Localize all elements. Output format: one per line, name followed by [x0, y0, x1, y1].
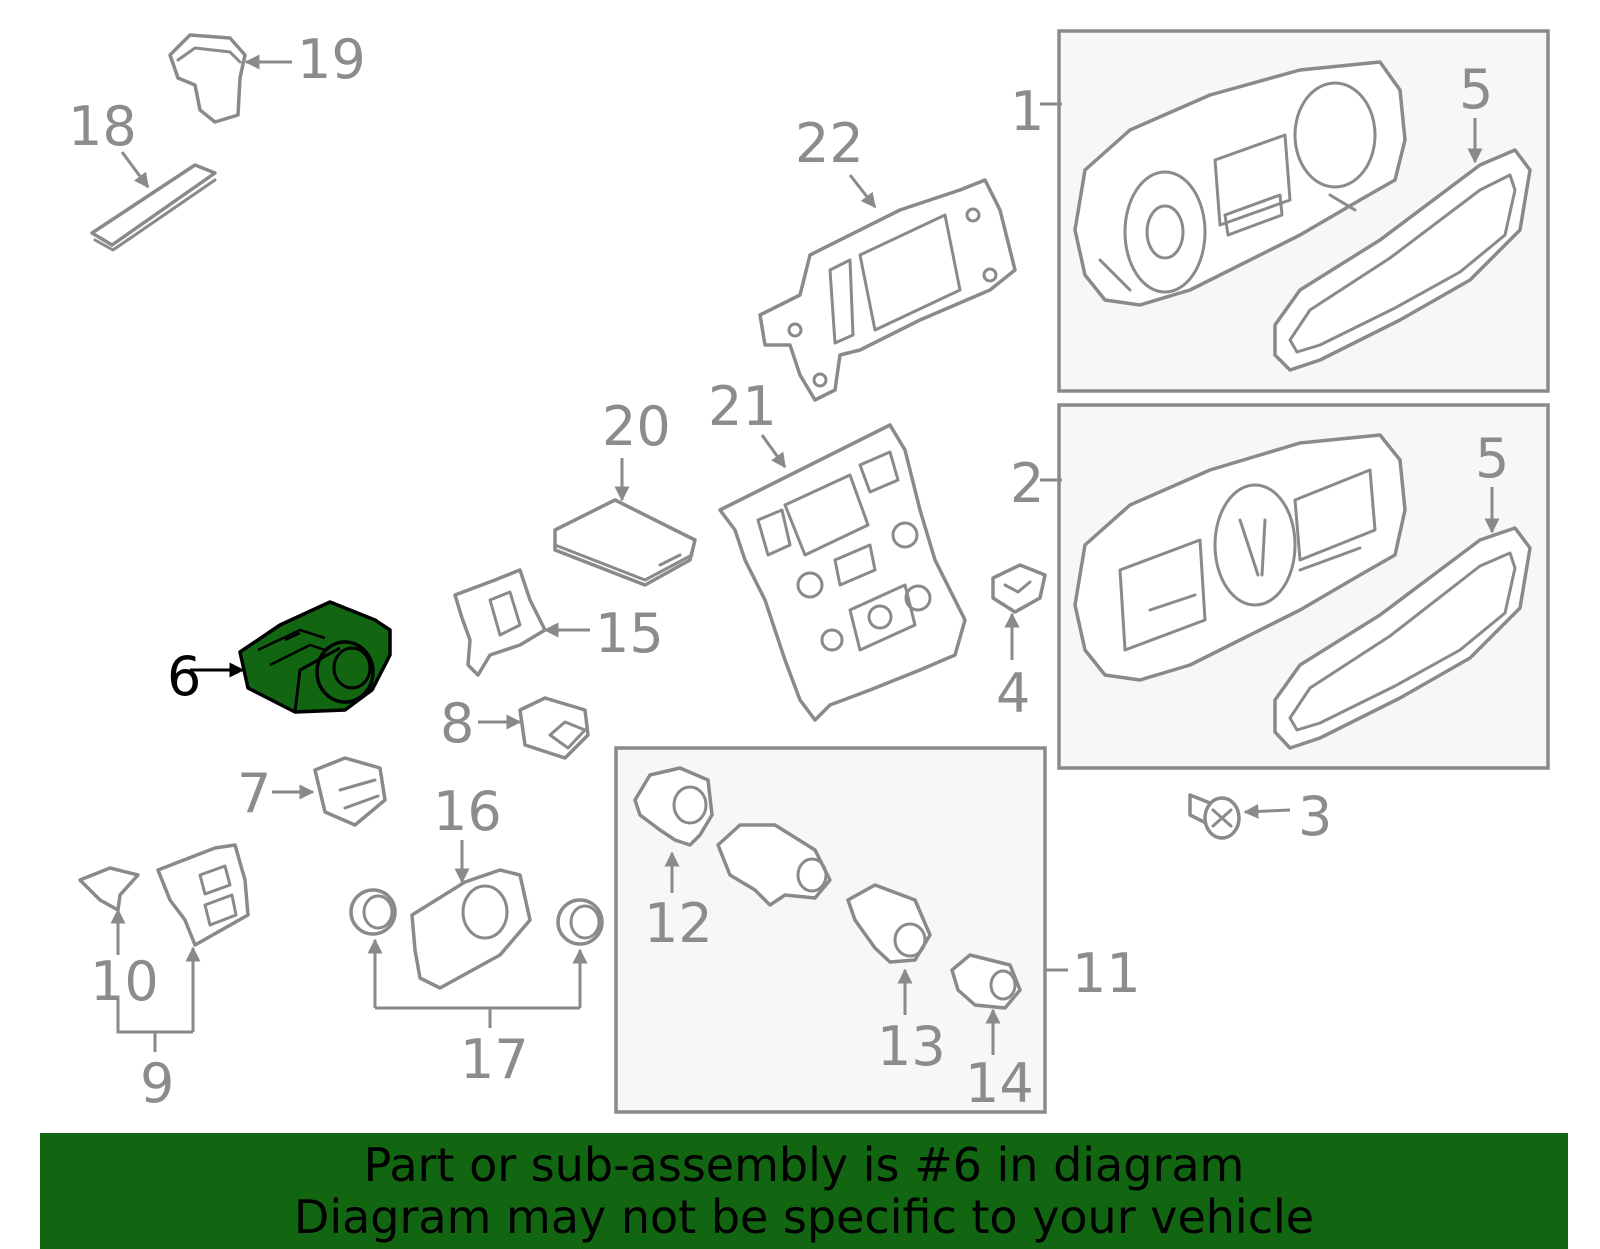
- part-4-clip[interactable]: [991, 563, 1047, 614]
- callout-5-lower: 5: [1475, 427, 1509, 490]
- part-18-trim-strip[interactable]: [90, 163, 217, 252]
- part-19-knob[interactable]: [168, 33, 247, 124]
- banner-line-1: Part or sub-assembly is #6 in diagram: [363, 1138, 1245, 1192]
- callout-16: 16: [433, 780, 502, 843]
- part-14-button[interactable]: [950, 953, 1022, 1010]
- part-1-instrument-cluster[interactable]: [1073, 60, 1407, 307]
- callout-21: 21: [708, 375, 777, 438]
- callout-11: 11: [1072, 942, 1141, 1005]
- leader-9-bracket: [116, 1000, 193, 1034]
- callout-19: 19: [297, 28, 366, 91]
- callout-20: 20: [602, 395, 671, 458]
- callout-1: 1: [1010, 80, 1044, 143]
- callout-8: 8: [440, 692, 474, 755]
- callout-2: 2: [1010, 452, 1044, 515]
- part-2-instrument-cluster[interactable]: [1073, 433, 1407, 682]
- part-10-clip[interactable]: [78, 866, 140, 912]
- callout-18: 18: [68, 95, 137, 158]
- part-9-switch-panel[interactable]: [156, 843, 250, 947]
- callout-4: 4: [996, 662, 1030, 725]
- callout-12: 12: [644, 892, 713, 955]
- part-lock-cylinder[interactable]: [716, 823, 832, 907]
- part-17-ring-right[interactable]: [556, 898, 604, 946]
- part-17-ring-left[interactable]: [349, 888, 397, 936]
- part-15-bracket[interactable]: [453, 568, 547, 677]
- callout-5-upper: 5: [1459, 58, 1493, 121]
- part-16-steering-column-shroud[interactable]: [410, 868, 532, 990]
- part-5-bezel-lens-upper[interactable]: [1273, 148, 1532, 372]
- leader-22: [848, 174, 877, 209]
- part-3-screw[interactable]: [1188, 793, 1241, 840]
- part-6-switch-highlighted[interactable]: [238, 600, 392, 714]
- part-21-center-stack-bezel[interactable]: [718, 423, 967, 722]
- part-5-bezel-lens-lower[interactable]: [1273, 526, 1532, 750]
- callout-7: 7: [237, 762, 271, 825]
- part-22-display-unit[interactable]: [758, 178, 1017, 402]
- part-8-switch[interactable]: [518, 696, 590, 760]
- part-7-switch[interactable]: [313, 756, 387, 827]
- callout-15: 15: [595, 602, 664, 665]
- callout-14: 14: [965, 1052, 1034, 1115]
- callout-10: 10: [90, 950, 159, 1013]
- info-banner: Part or sub-assembly is #6 in diagram Di…: [40, 1133, 1568, 1249]
- callout-13: 13: [877, 1015, 946, 1078]
- part-13-switch[interactable]: [846, 883, 932, 964]
- leader-21: [760, 434, 787, 469]
- banner-line-2: Diagram may not be specific to your vehi…: [293, 1190, 1315, 1244]
- leader-18: [120, 151, 150, 189]
- part-20-module[interactable]: [553, 498, 697, 587]
- callout-17: 17: [460, 1028, 529, 1091]
- leader-3: [1243, 803, 1291, 819]
- callout-3: 3: [1298, 785, 1332, 848]
- callout-6: 6: [167, 645, 201, 708]
- callout-22: 22: [795, 112, 864, 175]
- part-12-ignition-switch[interactable]: [633, 766, 714, 847]
- callout-9: 9: [140, 1052, 174, 1115]
